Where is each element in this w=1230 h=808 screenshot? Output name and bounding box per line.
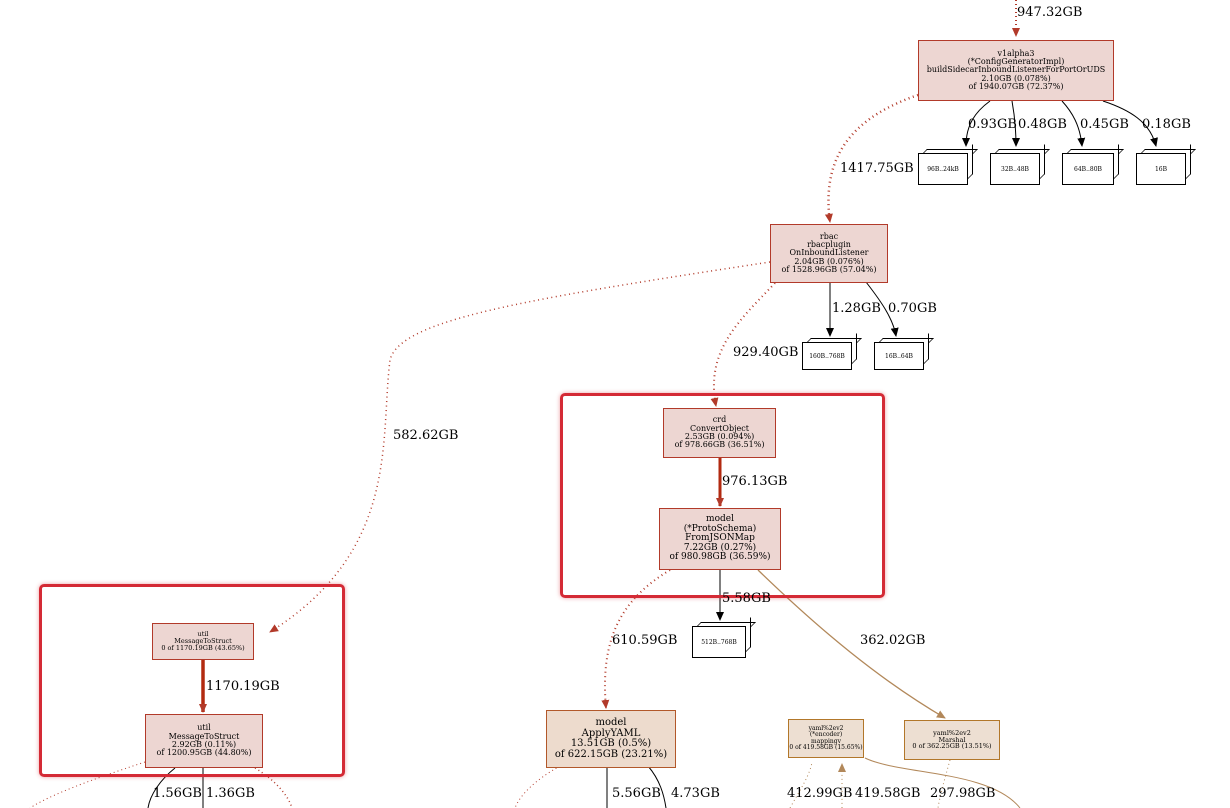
- node-line: of 622.15GB (23.21%): [554, 748, 668, 760]
- node-line: rbacplugin: [807, 239, 851, 249]
- edge-label-u1: 1.56GB: [153, 786, 202, 801]
- node-line: 2.04GB (0.076%): [794, 256, 864, 266]
- edge-to-rbac: [824, 93, 919, 223]
- node-line: of 1528.96GB (57.04%): [781, 265, 877, 275]
- node-line: 2.10GB (0.078%): [981, 73, 1051, 83]
- node-line: rbac: [819, 231, 839, 241]
- edge-label-crd: 929.40GB: [733, 345, 799, 360]
- node-line: of 980.98GB (36.59%): [669, 552, 771, 563]
- box-64b-80b[interactable]: 64B..80B: [1062, 153, 1114, 185]
- edge-y4: [937, 759, 951, 808]
- edge-label-u2: 1.36GB: [206, 786, 255, 801]
- node-line: 7.22GB (0.27%): [683, 542, 757, 553]
- box-16b[interactable]: 16B: [1136, 153, 1186, 185]
- box-16b-64b[interactable]: 16B..64B: [874, 342, 924, 370]
- edge-label-b4: 0.18GB: [1142, 117, 1191, 132]
- node-line: crd: [712, 415, 727, 425]
- edge-to-b6: [865, 281, 899, 337]
- node-line: yaml%2ev2: [808, 724, 844, 732]
- edge-to-b2: [1011, 100, 1020, 147]
- box-512b-768b[interactable]: 512B..768B: [692, 626, 746, 658]
- edge-to-b3: [1061, 100, 1086, 147]
- node-line: model: [706, 514, 734, 525]
- node-line: MessageToStruct: [174, 637, 232, 646]
- edge-label-b2: 0.48GB: [1018, 117, 1067, 132]
- edge-to-marshal: [757, 569, 946, 719]
- edge-to-b1: [962, 100, 991, 147]
- edge-a0: [514, 765, 561, 808]
- node-line: Marshal: [938, 735, 966, 744]
- edge-a2: [647, 765, 667, 808]
- node-line: of 1940.07GB (72.37%): [968, 82, 1064, 92]
- edge-label-b7: 5.58GB: [722, 591, 771, 606]
- edge-label-b1: 0.93GB: [968, 117, 1017, 132]
- node-v1alpha3[interactable]: v1alpha3(*ConfigGeneratorImpl)buildSidec…: [918, 40, 1114, 101]
- edge-y1: [789, 761, 813, 808]
- node-line: (*ConfigGeneratorImpl): [967, 56, 1065, 66]
- edge-u0: [29, 761, 146, 808]
- node-line: 13.51GB (0.5%): [570, 738, 652, 749]
- edge-u3: [254, 767, 293, 808]
- node-line: buildSidecarInboundListenerForPortOrUDS: [926, 65, 1106, 75]
- edge-label-marshal: 362.02GB: [860, 633, 926, 648]
- node-line: ConvertObject: [690, 423, 749, 433]
- edge-label-model: 976.13GB: [722, 474, 788, 489]
- node-line: 0 of 419.58GB (15.65%): [789, 743, 863, 751]
- edge-label-y1: 412.99GB: [787, 786, 853, 801]
- box-96b-24kb[interactable]: 96B..24kB: [918, 153, 968, 185]
- edge-label-y3: 297.98GB: [930, 786, 996, 801]
- node-line: FromJSONMap: [685, 533, 755, 544]
- edge-label-rbac: 1417.75GB: [840, 161, 914, 176]
- node-line: OnInboundListener: [789, 248, 869, 258]
- node-line: MessageToStruct: [168, 731, 240, 741]
- edge-y3: [864, 757, 1021, 808]
- edge-label-b6: 0.70GB: [888, 301, 937, 316]
- box-32b-48b[interactable]: 32B..48B: [990, 153, 1040, 185]
- edge-label-a1: 5.56GB: [612, 786, 661, 801]
- node-line: 0 of 362.25GB (13.51%): [912, 742, 992, 751]
- node-line: mappingv: [811, 737, 841, 745]
- edge-label-a2: 4.73GB: [671, 786, 720, 801]
- node-line: model: [595, 717, 627, 728]
- edge-label-b5: 1.28GB: [832, 301, 881, 316]
- node-line: (*encoder): [809, 731, 843, 739]
- edge-label-top-in: 947.32GB: [1017, 5, 1083, 20]
- node-line: 2.92GB (0.11%): [171, 740, 237, 749]
- edge-u1: [147, 767, 176, 808]
- node-line: of 1200.95GB (44.80%): [156, 748, 252, 758]
- box-160b-768b[interactable]: 160B..768B: [802, 342, 852, 370]
- edge-to-apply: [601, 569, 671, 709]
- node-line: 0 of 1170.19GB (43.65%): [161, 643, 245, 652]
- node-line: (*ProtoSchema): [683, 523, 757, 534]
- edge-label-util: 582.62GB: [393, 428, 459, 443]
- edge-to-b4: [1102, 100, 1158, 147]
- edge-label-msg: 1170.19GB: [206, 679, 280, 694]
- node-line: util: [197, 630, 209, 639]
- node-line: v1alpha3: [997, 48, 1035, 58]
- node-line: 2.53GB (0.094%): [684, 432, 755, 441]
- edge-label-y2: 419.58GB: [855, 786, 921, 801]
- edge-label-apply: 610.59GB: [612, 633, 678, 648]
- node-line: yaml%2ev2: [933, 728, 971, 737]
- node-line: util: [197, 723, 211, 733]
- node-line: ApplyYAML: [581, 727, 641, 739]
- node-line: of 978.66GB (36.51%): [674, 440, 765, 450]
- edge-label-b3: 0.45GB: [1080, 117, 1129, 132]
